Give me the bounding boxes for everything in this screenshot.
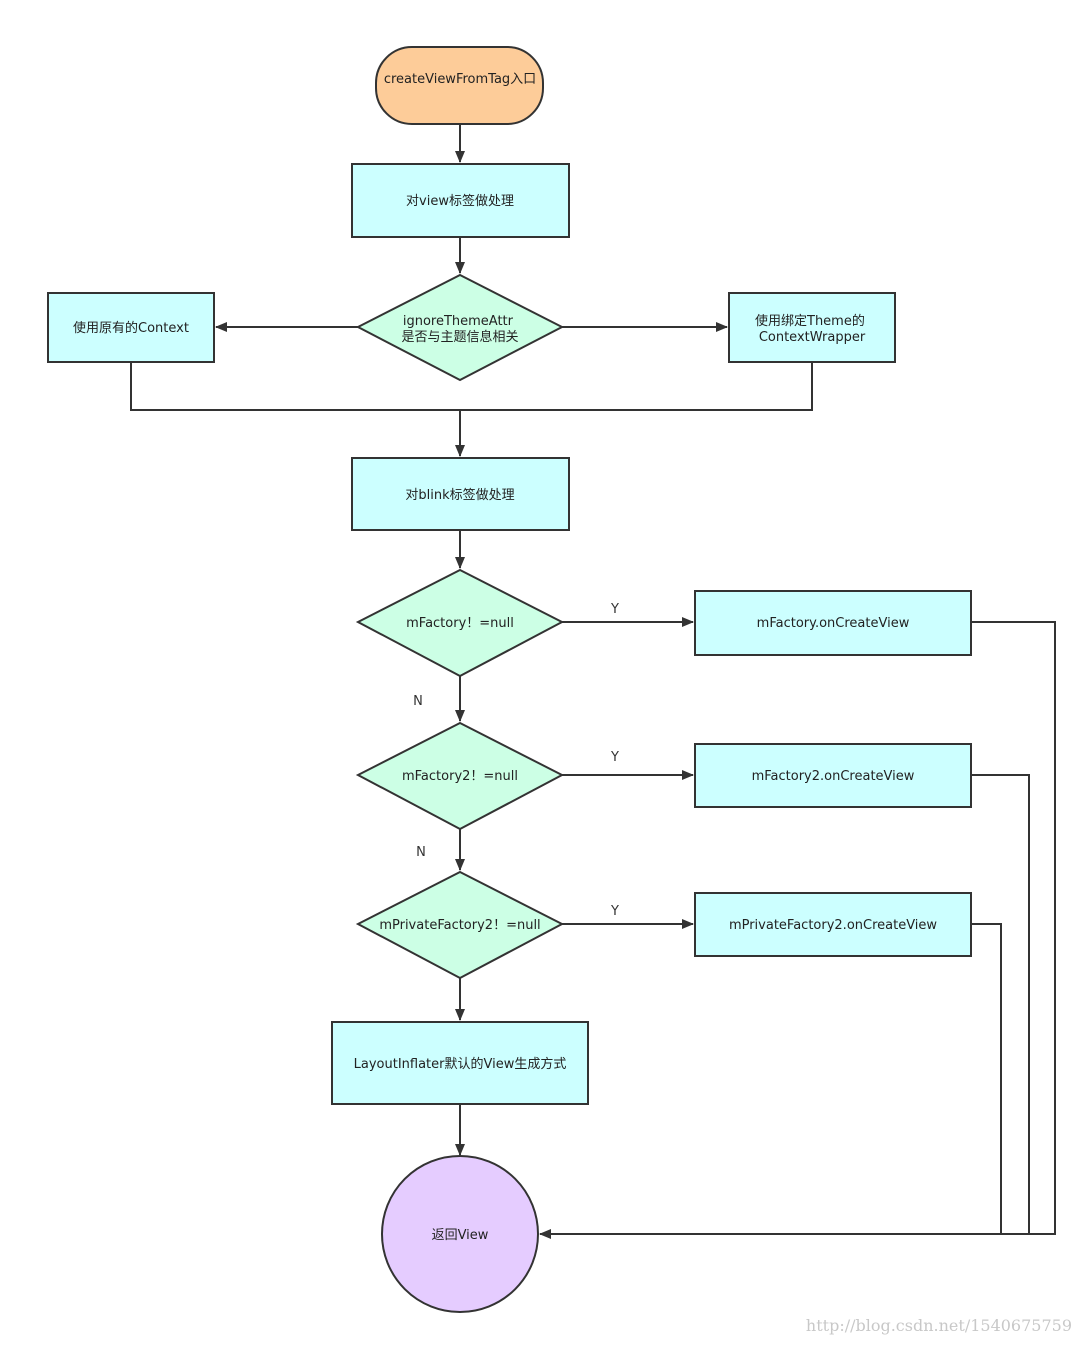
default-create-node xyxy=(331,1021,589,1105)
edge-label-private-factory2-yes: Y xyxy=(610,904,619,919)
default-create-label: LayoutInflater默认的View生成方式 xyxy=(354,1056,567,1072)
factory2-create-node xyxy=(694,743,972,808)
edges xyxy=(130,124,1056,1239)
view-tag-label: 对view标签做处理 xyxy=(406,193,514,209)
factory2-create-label: mFactory2.onCreateView xyxy=(752,769,915,784)
private-factory2-check-node xyxy=(355,870,565,980)
edge-label-factory2-no: N xyxy=(416,845,426,860)
edge-contexts-merge xyxy=(130,362,813,411)
ignore-theme-attr-label-line-1: ignoreThemeAttr xyxy=(403,314,514,329)
ignore-theme-attr-label: ignoreThemeAttr 是否与主题信息相关 xyxy=(401,314,518,345)
start-label: createViewFromTag入口 xyxy=(384,72,536,87)
view-tag-node xyxy=(351,163,570,238)
factory2-check-label: mFactory2！=null xyxy=(402,769,518,784)
watermark: http://blog.csdn.net/1540675759 xyxy=(806,1316,1072,1335)
theme-context-label-line-2: ContextWrapper xyxy=(759,330,866,345)
return-view-node xyxy=(381,1155,539,1313)
private-factory2-check-label: mPrivateFactory2！=null xyxy=(379,918,540,933)
theme-context-label-line-1: 使用绑定Theme的 xyxy=(755,313,865,329)
original-context-label: 使用原有的Context xyxy=(73,320,189,336)
original-context-node xyxy=(47,292,215,363)
edge-factory-create-to-return xyxy=(539,621,1056,1239)
return-view-label: 返回View xyxy=(432,1228,489,1243)
ignore-theme-attr-label-line-2: 是否与主题信息相关 xyxy=(401,329,518,345)
factory-create-label: mFactory.onCreateView xyxy=(757,616,910,631)
factory-create-node xyxy=(694,590,972,656)
edge-label-factory-yes: Y xyxy=(610,602,619,617)
factory-check-node xyxy=(355,568,565,678)
factory2-check-node xyxy=(355,721,565,831)
start-label-line-1: createViewFromTag入口 xyxy=(384,72,536,87)
private-factory2-create-label: mPrivateFactory2.onCreateView xyxy=(729,918,937,933)
edge-label-factory-no: N xyxy=(413,694,423,709)
edge-label-factory2-yes: Y xyxy=(610,750,619,765)
theme-context-label: 使用绑定Theme的 ContextWrapper xyxy=(755,313,869,345)
blink-tag-label: 对blink标签做处理 xyxy=(405,487,514,503)
start-node xyxy=(375,46,544,125)
edge-private-factory2-create-to-return xyxy=(971,923,1002,1234)
private-factory2-create-node xyxy=(694,892,972,957)
theme-context-node xyxy=(728,292,896,363)
edge-factory2-create-to-return xyxy=(971,774,1030,1234)
blink-tag-node xyxy=(351,457,570,531)
ignore-theme-attr-node xyxy=(355,273,565,382)
factory-check-label: mFactory！=null xyxy=(406,616,514,631)
